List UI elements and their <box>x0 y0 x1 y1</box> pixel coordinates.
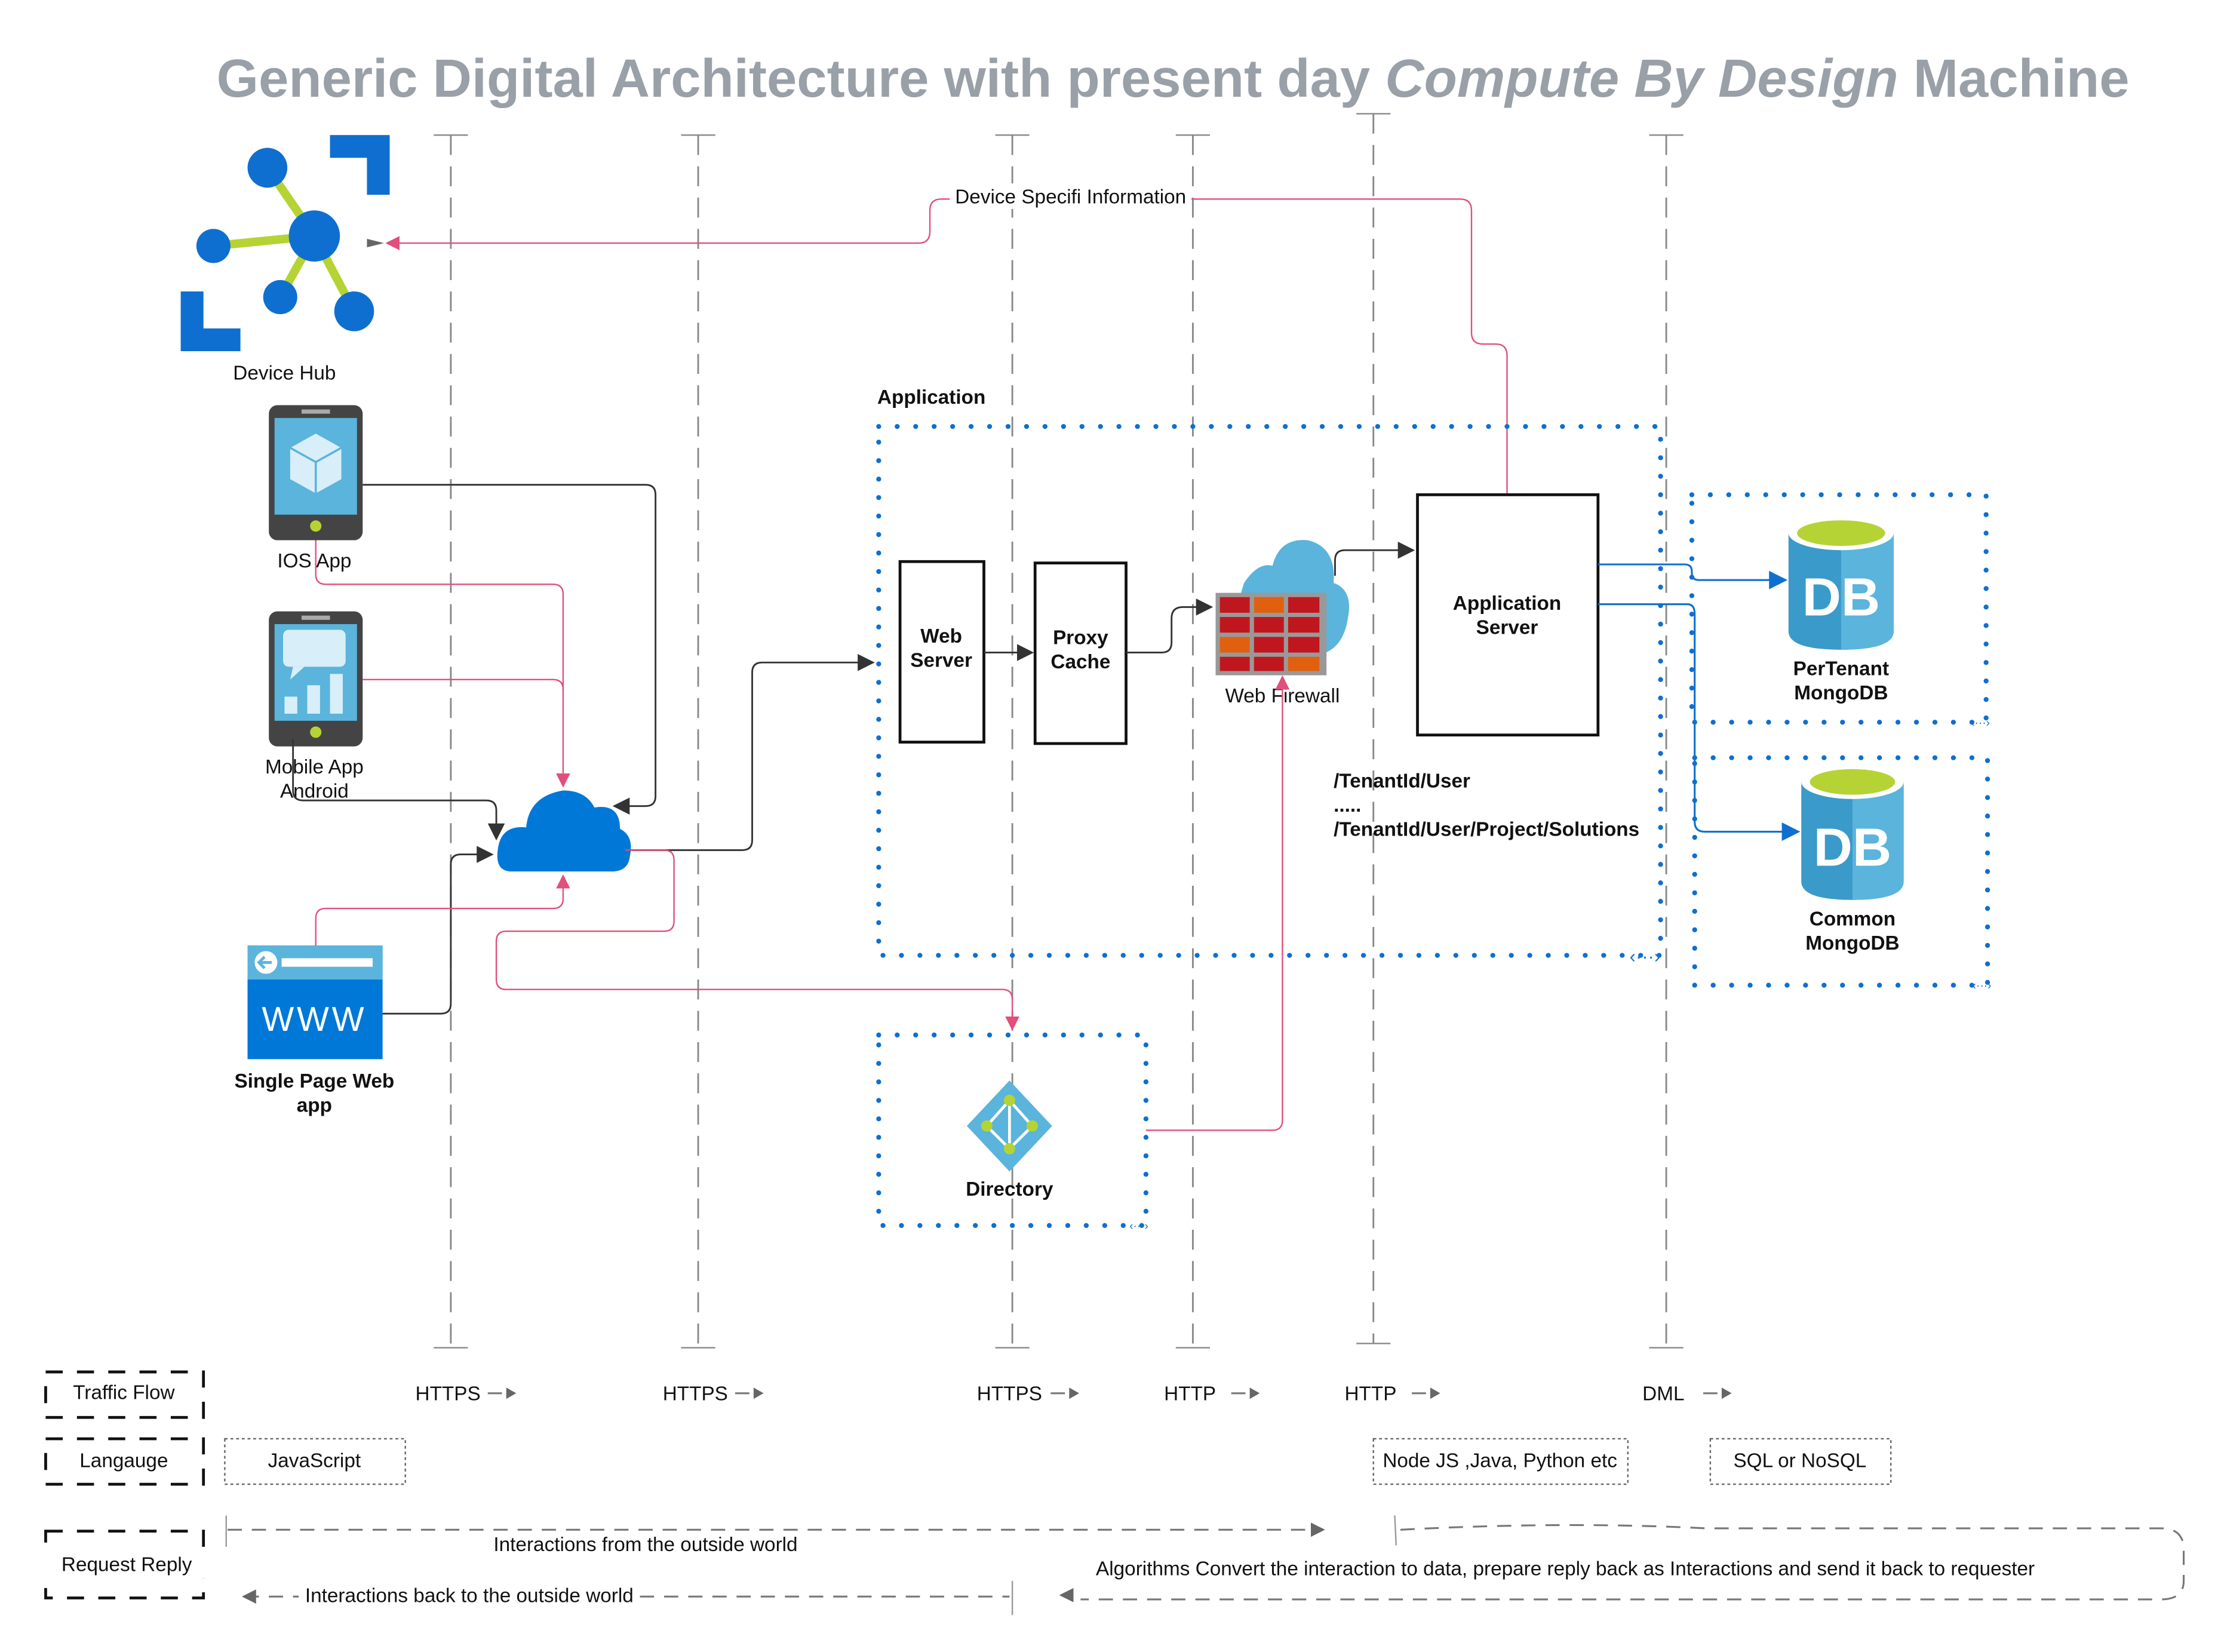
protocol-http-2: HTTP <box>1344 1383 1396 1405</box>
lane-4 <box>1175 134 1211 1349</box>
directory-group <box>876 1032 1149 1229</box>
common-db-icon[interactable]: DB <box>1801 764 1904 900</box>
language-backend: Node JS ,Java, Python etc <box>1383 1450 1617 1472</box>
expand-icon[interactable]: ‹···› <box>1630 946 1661 967</box>
traffic-flow-legend: Traffic Flow <box>44 1370 205 1419</box>
web-firewall-icon[interactable] <box>1215 540 1350 675</box>
pertenant-db-icon[interactable]: DB <box>1788 516 1894 650</box>
device-hub-label: Device Hub <box>233 363 336 385</box>
request-reply-label: Request Reply <box>62 1553 192 1576</box>
ios-phone-icon[interactable] <box>269 405 363 541</box>
page-title: Generic Digital Architecture with presen… <box>217 48 2130 109</box>
web-server-node[interactable]: Web Server <box>898 560 985 744</box>
protocol-https-3: HTTPS <box>977 1383 1042 1405</box>
expand-icon[interactable]: ‹···› <box>1129 1220 1148 1233</box>
pertenant-db-label-2: MongoDB <box>1794 682 1888 704</box>
app-server-label-1: Application <box>1453 592 1561 615</box>
title-part1: Generic Digital Architecture with presen… <box>217 48 1386 109</box>
language-db: SQL or NoSQL <box>1733 1450 1866 1472</box>
lane-dividers <box>434 113 1684 1349</box>
pertenant-db-group <box>1689 492 1989 725</box>
protocol-labels: HTTPS HTTPS HTTPS HTTP HTTP DML <box>416 1383 1732 1405</box>
firewall-to-appserver-connector[interactable] <box>1334 541 1415 576</box>
proxy-cache-node[interactable]: Proxy Cache <box>1033 561 1128 745</box>
title-italic: Compute By Design <box>1385 48 1898 109</box>
lane-1 <box>434 134 468 1349</box>
interactions-back-outside: Interactions back to the outside world <box>305 1585 634 1607</box>
spa-request-connector[interactable] <box>315 874 570 945</box>
request-reply-legend: Request Reply Interactions from the outs… <box>42 1515 2185 1616</box>
android-phone-icon[interactable] <box>269 611 363 747</box>
ios-to-cloud-connector[interactable] <box>363 484 657 815</box>
mobile-app-label-2: Android <box>280 780 349 802</box>
web-server-label-1: Web <box>920 625 962 647</box>
proxy-cache-label-2: Cache <box>1050 651 1110 673</box>
protocol-https-1: HTTPS <box>416 1383 481 1405</box>
application-group-box <box>876 423 1663 958</box>
cloud-to-app-connector[interactable] <box>629 653 875 851</box>
db-text: DB <box>1802 567 1881 628</box>
device-hub-icon[interactable] <box>180 135 390 351</box>
device-info-label: Device Specifi Information <box>955 186 1186 208</box>
ios-app-label: IOS App <box>277 550 351 572</box>
device-info-connector[interactable] <box>385 198 1508 495</box>
traffic-flow-label: Traffic Flow <box>73 1381 175 1404</box>
language-label: Langauge <box>79 1450 168 1472</box>
algorithms-text: Algorithms Convert the interaction to da… <box>1096 1558 2035 1580</box>
ios-request-connector[interactable] <box>315 540 570 788</box>
pertenant-db-label-1: PerTenant <box>1793 658 1889 680</box>
proxy-cache-label-1: Proxy <box>1053 627 1108 649</box>
cloud-to-directory-connector[interactable] <box>495 849 1020 1031</box>
protocol-http-1: HTTP <box>1164 1383 1216 1405</box>
protocol-https-2: HTTPS <box>663 1383 728 1405</box>
proxy-to-firewall-connector[interactable] <box>1126 598 1214 654</box>
common-db-group <box>1692 755 1990 988</box>
android-to-cloud-connector[interactable] <box>292 739 505 841</box>
appserver-to-pertenant-connector[interactable] <box>1598 563 1788 589</box>
protocol-dml: DML <box>1642 1383 1684 1405</box>
common-db-label-2: MongoDB <box>1805 932 1899 954</box>
language-javascript: JavaScript <box>268 1450 361 1472</box>
www-browser-icon[interactable]: WWW <box>247 945 383 1060</box>
android-request-connector[interactable] <box>363 678 564 690</box>
app-server-label-2: Server <box>1476 617 1538 639</box>
expand-icon[interactable]: ‹···› <box>1973 980 1992 993</box>
hub-input-arrow-icon <box>367 238 385 248</box>
db-text: DB <box>1814 818 1892 878</box>
lane-6 <box>1649 134 1684 1349</box>
directory-label: Directory <box>966 1178 1053 1200</box>
lane-2 <box>681 134 715 1349</box>
expand-icon[interactable]: ‹···› <box>1971 717 1990 729</box>
cloud-gateway-icon[interactable] <box>497 790 631 872</box>
interactions-from-outside: Interactions from the outside world <box>493 1534 797 1556</box>
spa-label-2: app <box>297 1094 332 1116</box>
application-server-node[interactable]: Application Server <box>1416 493 1600 737</box>
lane-5 <box>1356 113 1391 1344</box>
www-text: WWW <box>262 1000 367 1039</box>
route-ellipsis: ..... <box>1334 794 1361 816</box>
appserver-to-common-connector[interactable] <box>1598 603 1801 841</box>
directory-icon[interactable] <box>966 1080 1052 1172</box>
directory-to-firewall-connector[interactable] <box>1145 675 1290 1131</box>
application-group-label: Application <box>877 386 985 409</box>
language-legend: Langauge JavaScript Node JS ,Java, Pytho… <box>44 1437 1892 1486</box>
route-1: /TenantId/User <box>1334 770 1470 793</box>
spa-label-1: Single Page Web <box>234 1070 394 1092</box>
common-db-label-1: Common <box>1810 908 1896 931</box>
web-server-label-2: Server <box>910 649 972 671</box>
mobile-app-label-1: Mobile App <box>265 756 364 778</box>
route-2: /TenantId/User/Project/Solutions <box>1334 819 1639 841</box>
legend: Traffic Flow HTTPS HTTPS HTTPS HTTP HTTP… <box>42 1370 2185 1616</box>
title-part2: Machine <box>1898 48 2130 109</box>
spa-to-cloud-connector[interactable] <box>382 846 494 1015</box>
